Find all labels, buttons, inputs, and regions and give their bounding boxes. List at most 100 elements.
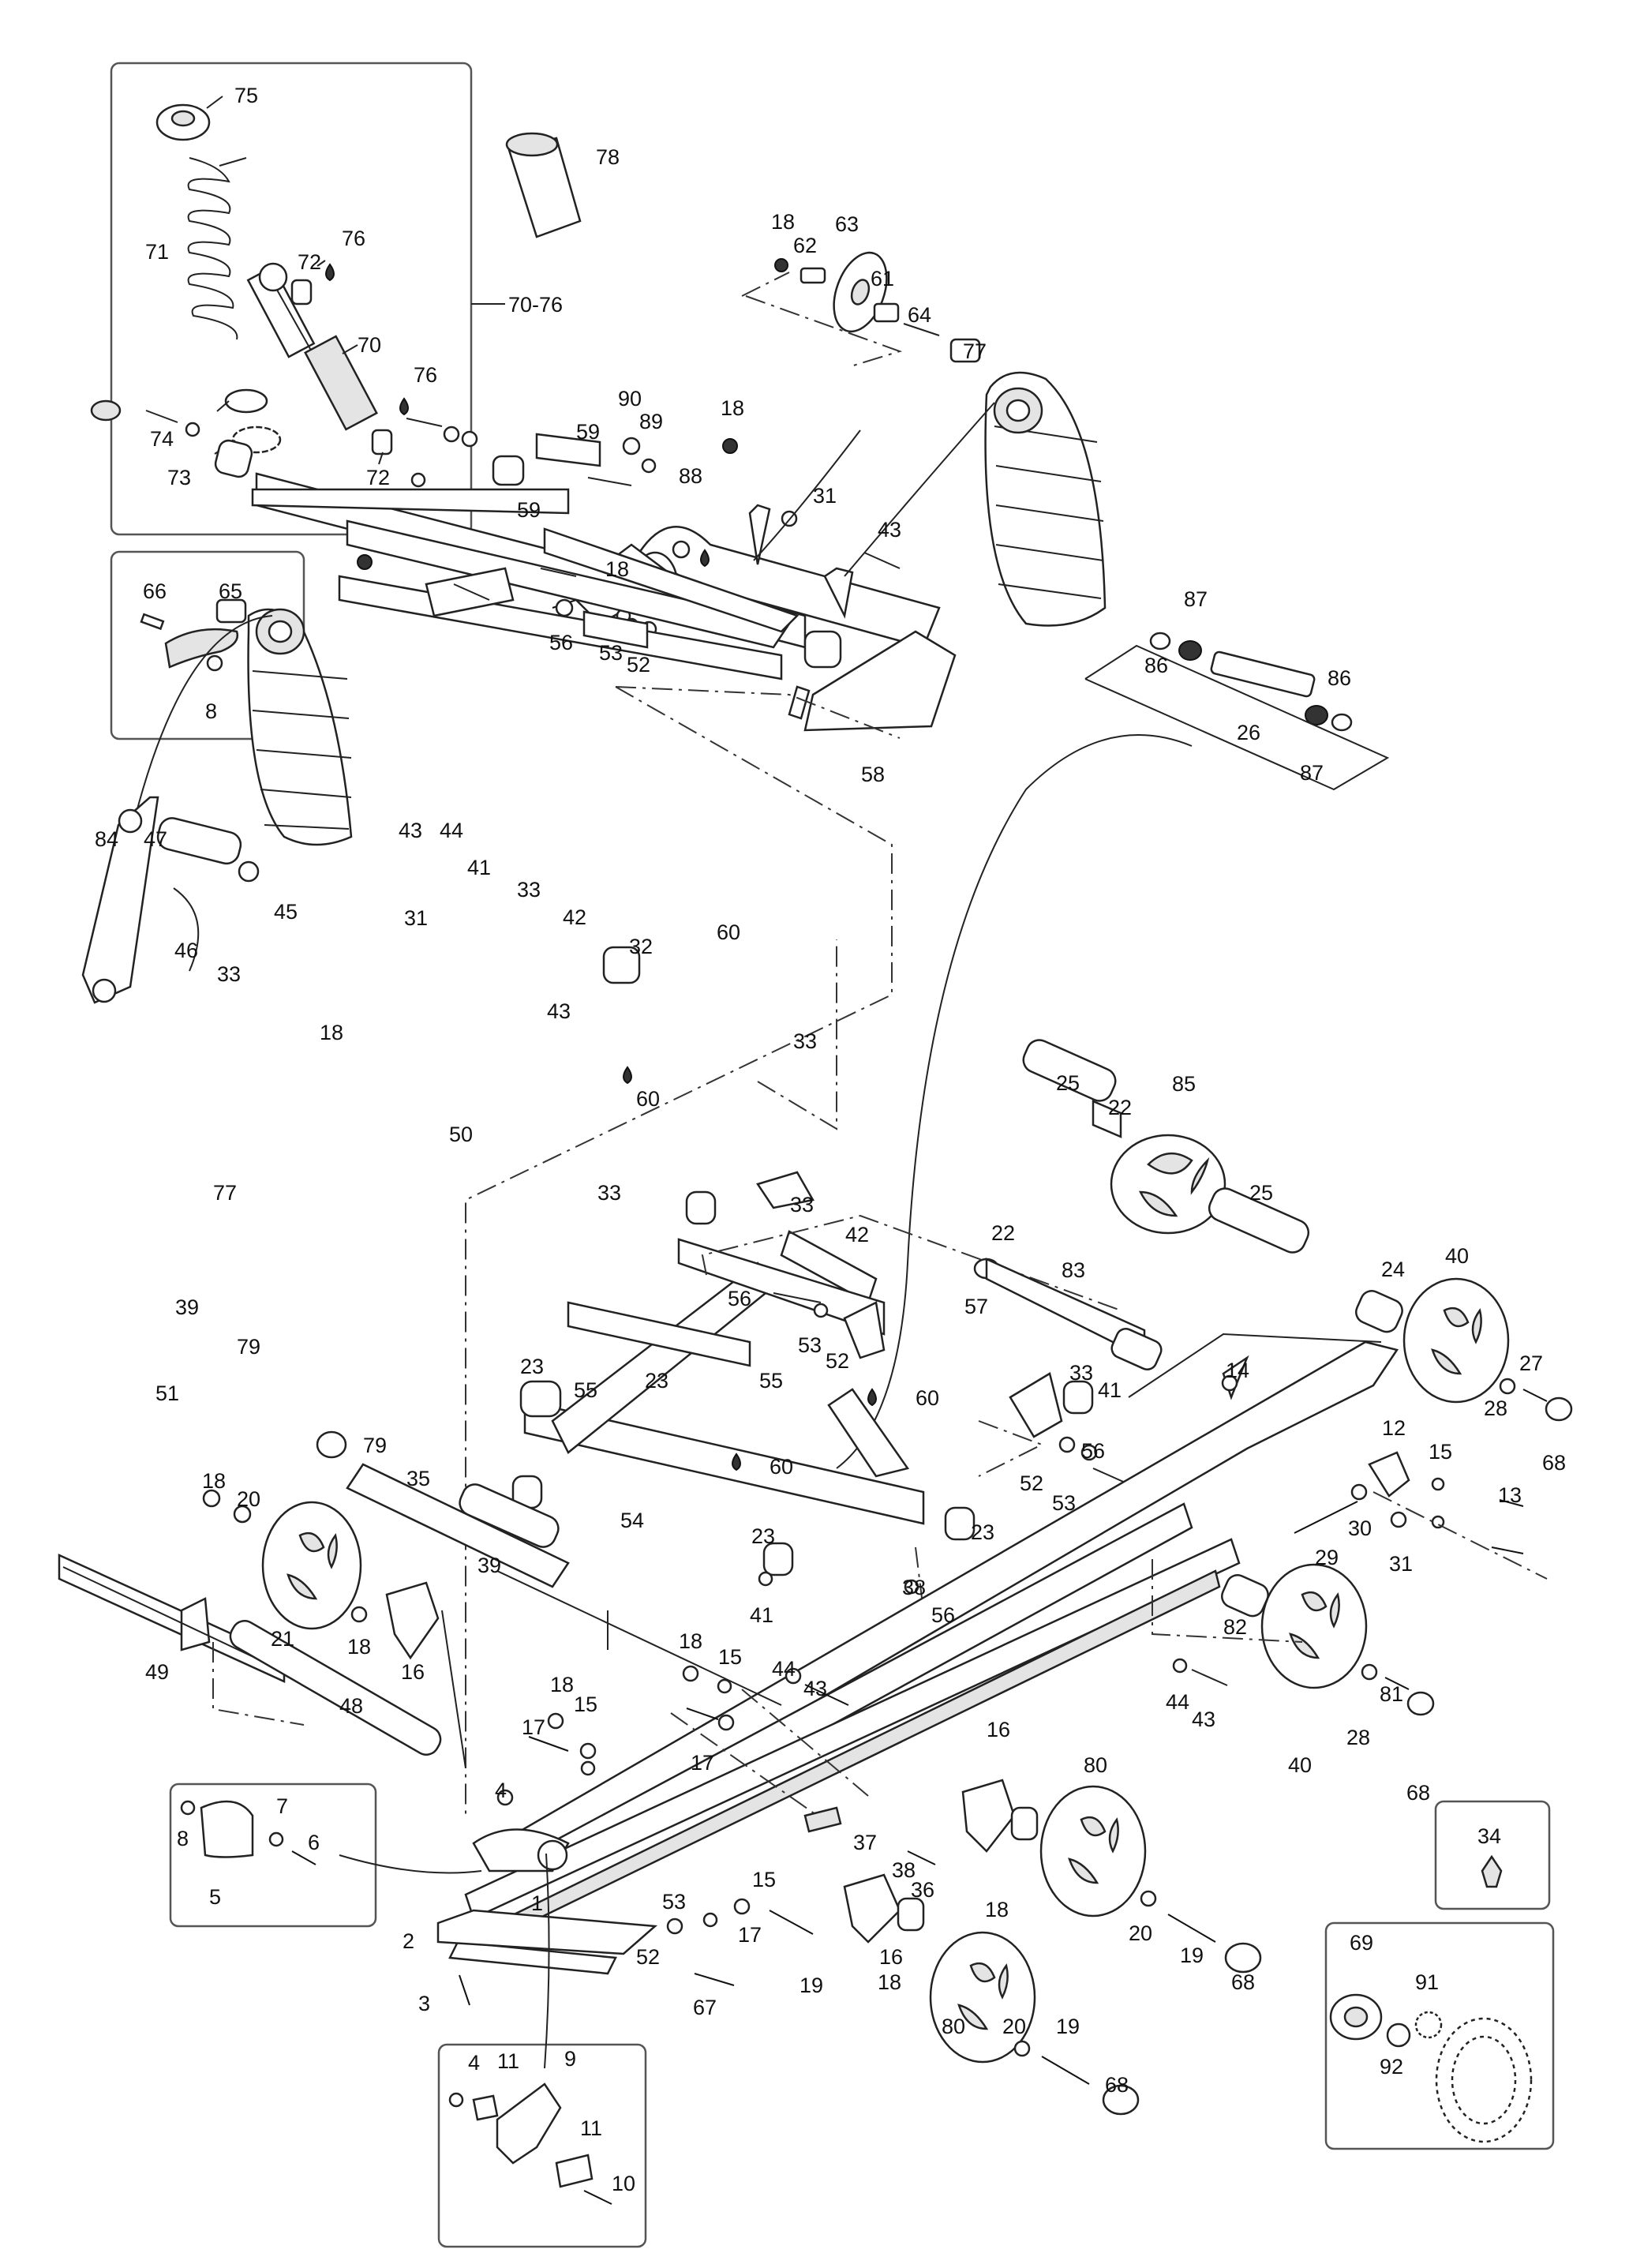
callout-26: 26 xyxy=(1237,721,1260,744)
shaft-83 xyxy=(973,1258,1163,1370)
arm-51 xyxy=(81,796,159,1004)
callout-31b: 31 xyxy=(404,906,428,930)
callout-31c: 31 xyxy=(1389,1552,1413,1576)
callout-61: 61 xyxy=(871,267,894,291)
slider-end-detail-box xyxy=(169,1783,377,1928)
rail-end-cap-5 xyxy=(180,1800,316,1865)
bearing-detail xyxy=(1329,1993,1533,2143)
grease-fitting-34 xyxy=(1481,1854,1503,1888)
callout-11b: 11 xyxy=(580,2116,602,2140)
callout-47: 47 xyxy=(144,827,167,851)
callout-67: 67 xyxy=(693,1996,717,2019)
nut-18 xyxy=(722,438,738,454)
callout-33e: 33 xyxy=(790,1193,814,1216)
idler-shaft-25 xyxy=(1022,1039,1310,1254)
callout-50: 50 xyxy=(449,1123,473,1146)
callout-68a: 68 xyxy=(1406,1781,1430,1805)
callout-16a: 16 xyxy=(401,1660,425,1684)
callout-33a: 33 xyxy=(217,962,241,986)
washer-74 xyxy=(224,388,268,414)
callout-17b: 17 xyxy=(691,1751,714,1775)
callout-41b: 41 xyxy=(1098,1378,1122,1402)
callout-52a: 52 xyxy=(627,653,650,677)
callout-58: 58 xyxy=(861,763,885,786)
callout-28b: 28 xyxy=(1346,1726,1370,1749)
bushing-72a xyxy=(290,279,313,306)
callout-78: 78 xyxy=(596,145,620,169)
callout-55b: 55 xyxy=(759,1369,783,1393)
bolt-67 xyxy=(694,1973,735,1986)
callout-18f: 18 xyxy=(347,1635,371,1659)
callout-12: 12 xyxy=(1382,1416,1406,1440)
callout-38a: 38 xyxy=(902,1576,926,1599)
bolt-36 xyxy=(907,1850,936,1865)
callout-52b: 52 xyxy=(826,1349,849,1373)
callout-42a: 42 xyxy=(563,905,586,929)
front-arm-45 xyxy=(90,399,842,984)
rail-clip-detail xyxy=(448,2082,612,2205)
shock-body-70 xyxy=(246,262,378,431)
callout-65: 65 xyxy=(219,579,242,603)
callout-60c: 60 xyxy=(916,1386,939,1410)
callout-62: 62 xyxy=(793,234,817,257)
grease-drop-icon xyxy=(732,1453,741,1471)
callout-22a: 22 xyxy=(1108,1096,1132,1119)
callout-57: 57 xyxy=(964,1295,988,1318)
rear-shock-upper xyxy=(949,338,1107,627)
nut-90 xyxy=(622,437,641,455)
callout-81: 81 xyxy=(1380,1682,1403,1706)
callout-85: 85 xyxy=(1172,1072,1196,1096)
callout-22b: 22 xyxy=(991,1221,1015,1245)
callout-70-76: 70-76 xyxy=(508,293,563,317)
callout-51: 51 xyxy=(155,1381,179,1405)
callout-33d: 33 xyxy=(597,1181,621,1205)
spacer-39a xyxy=(156,817,242,865)
callout-18d: 18 xyxy=(320,1021,343,1044)
callout-20b: 20 xyxy=(1129,1921,1152,1945)
callout-17a: 17 xyxy=(522,1715,545,1739)
callout-72b: 72 xyxy=(366,466,390,489)
callout-labels: 75 78 71 76 72 70 76 74 73 72 70-76 66 6… xyxy=(95,84,1566,2195)
bolt-43e xyxy=(1191,1669,1228,1686)
callout-21: 21 xyxy=(271,1627,294,1651)
callout-42b: 42 xyxy=(845,1223,869,1246)
callout-37: 37 xyxy=(853,1831,877,1854)
callout-17c: 17 xyxy=(738,1923,762,1947)
callout-71: 71 xyxy=(145,240,169,264)
callout-3: 3 xyxy=(418,1992,430,2015)
callout-9: 9 xyxy=(564,2047,576,2071)
callout-92: 92 xyxy=(1380,2055,1403,2079)
wheel-40a xyxy=(1355,1277,1573,1422)
bracket-65 xyxy=(140,613,239,672)
center-hardware xyxy=(528,1571,849,1776)
callout-88: 88 xyxy=(679,464,702,488)
callout-80b: 80 xyxy=(942,2015,965,2038)
callout-25a: 25 xyxy=(1056,1071,1080,1095)
callout-68c: 68 xyxy=(1105,2073,1129,2097)
callout-53d: 53 xyxy=(662,1890,686,1914)
callout-13: 13 xyxy=(1498,1483,1522,1507)
callout-11a: 11 xyxy=(497,2049,519,2073)
callout-55a: 55 xyxy=(574,1378,597,1402)
callout-91: 91 xyxy=(1415,1970,1439,1994)
callout-48: 48 xyxy=(339,1694,363,1718)
callout-23c: 23 xyxy=(751,1524,775,1548)
callout-68b: 68 xyxy=(1231,1970,1255,1994)
callout-60a: 60 xyxy=(717,920,740,944)
callout-86b: 86 xyxy=(1328,666,1351,690)
callout-39a: 39 xyxy=(175,1295,199,1319)
callout-30: 30 xyxy=(1348,1516,1372,1540)
shaft-26 xyxy=(1149,632,1353,732)
bushing-72b xyxy=(371,429,393,455)
washer-44c xyxy=(1172,1658,1188,1674)
callout-15a: 15 xyxy=(1429,1440,1452,1464)
callout-64: 64 xyxy=(908,303,931,327)
nut-14 xyxy=(1221,1374,1238,1392)
callout-77b: 77 xyxy=(213,1181,237,1205)
callout-79b: 79 xyxy=(363,1434,387,1457)
callout-87b: 87 xyxy=(1300,761,1324,785)
wheel-40b xyxy=(1221,1563,1435,1716)
callout-8b: 8 xyxy=(177,1827,189,1850)
grease-drop-icon xyxy=(623,1066,632,1085)
